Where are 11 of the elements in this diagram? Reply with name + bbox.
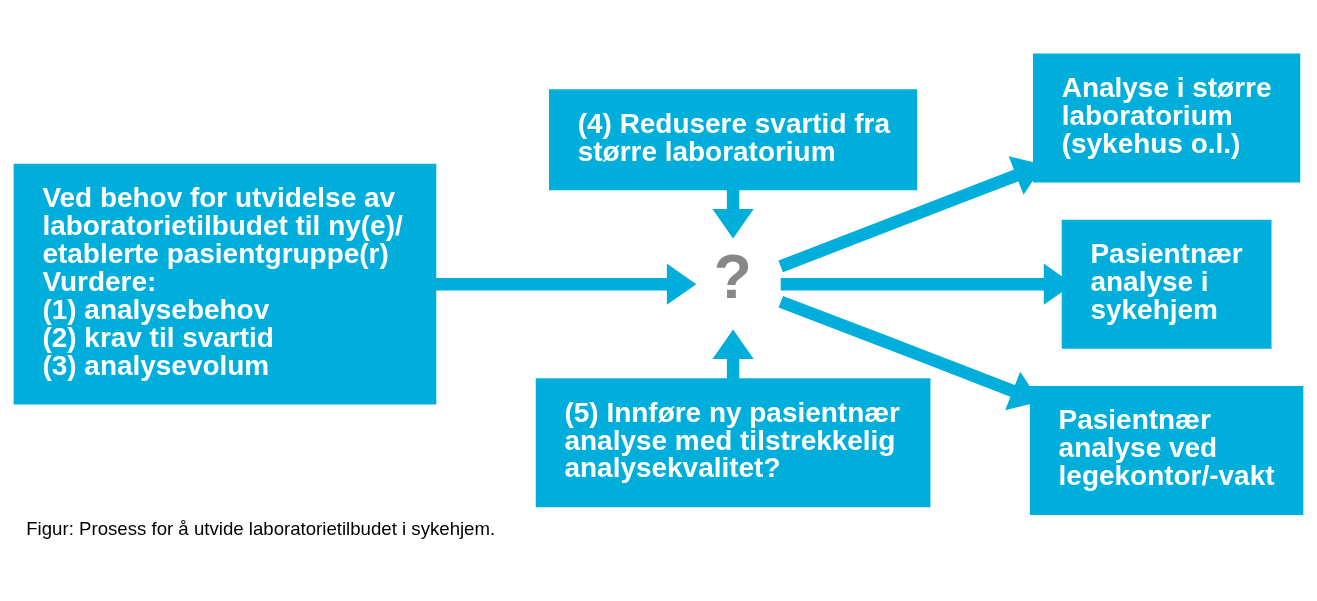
- node-box: (4) Redusere svartid fra større laboratorium: [548, 89, 918, 191]
- arrow: [712, 189, 754, 239]
- node-box: Pasientnær analyse i sykehjem: [1061, 219, 1272, 349]
- node-box: Pasientnær analyse ved legekontor/-vakt: [1029, 385, 1304, 515]
- arrow: [712, 329, 754, 379]
- arrow: [435, 263, 697, 305]
- node-box: (5) Innføre ny pasientnær analyse med tilstrekkelig analysekvalitet?: [535, 378, 931, 508]
- caption: Figur: Prosess for å utvide laboratorietilbudet i sykehjem.: [26, 518, 496, 540]
- node-box: Analyse i større laboratorium (sykehus o.l.): [1032, 53, 1301, 183]
- node-box: Ved behov for utvidelse av laboratorietilbudet til ny(e)/ etablerte pasientgruppe(r) Vurdere: (1) analysebehov (2) krav til svartid (3) analysevolum: [13, 163, 437, 405]
- node-text: ?: [713, 242, 752, 312]
